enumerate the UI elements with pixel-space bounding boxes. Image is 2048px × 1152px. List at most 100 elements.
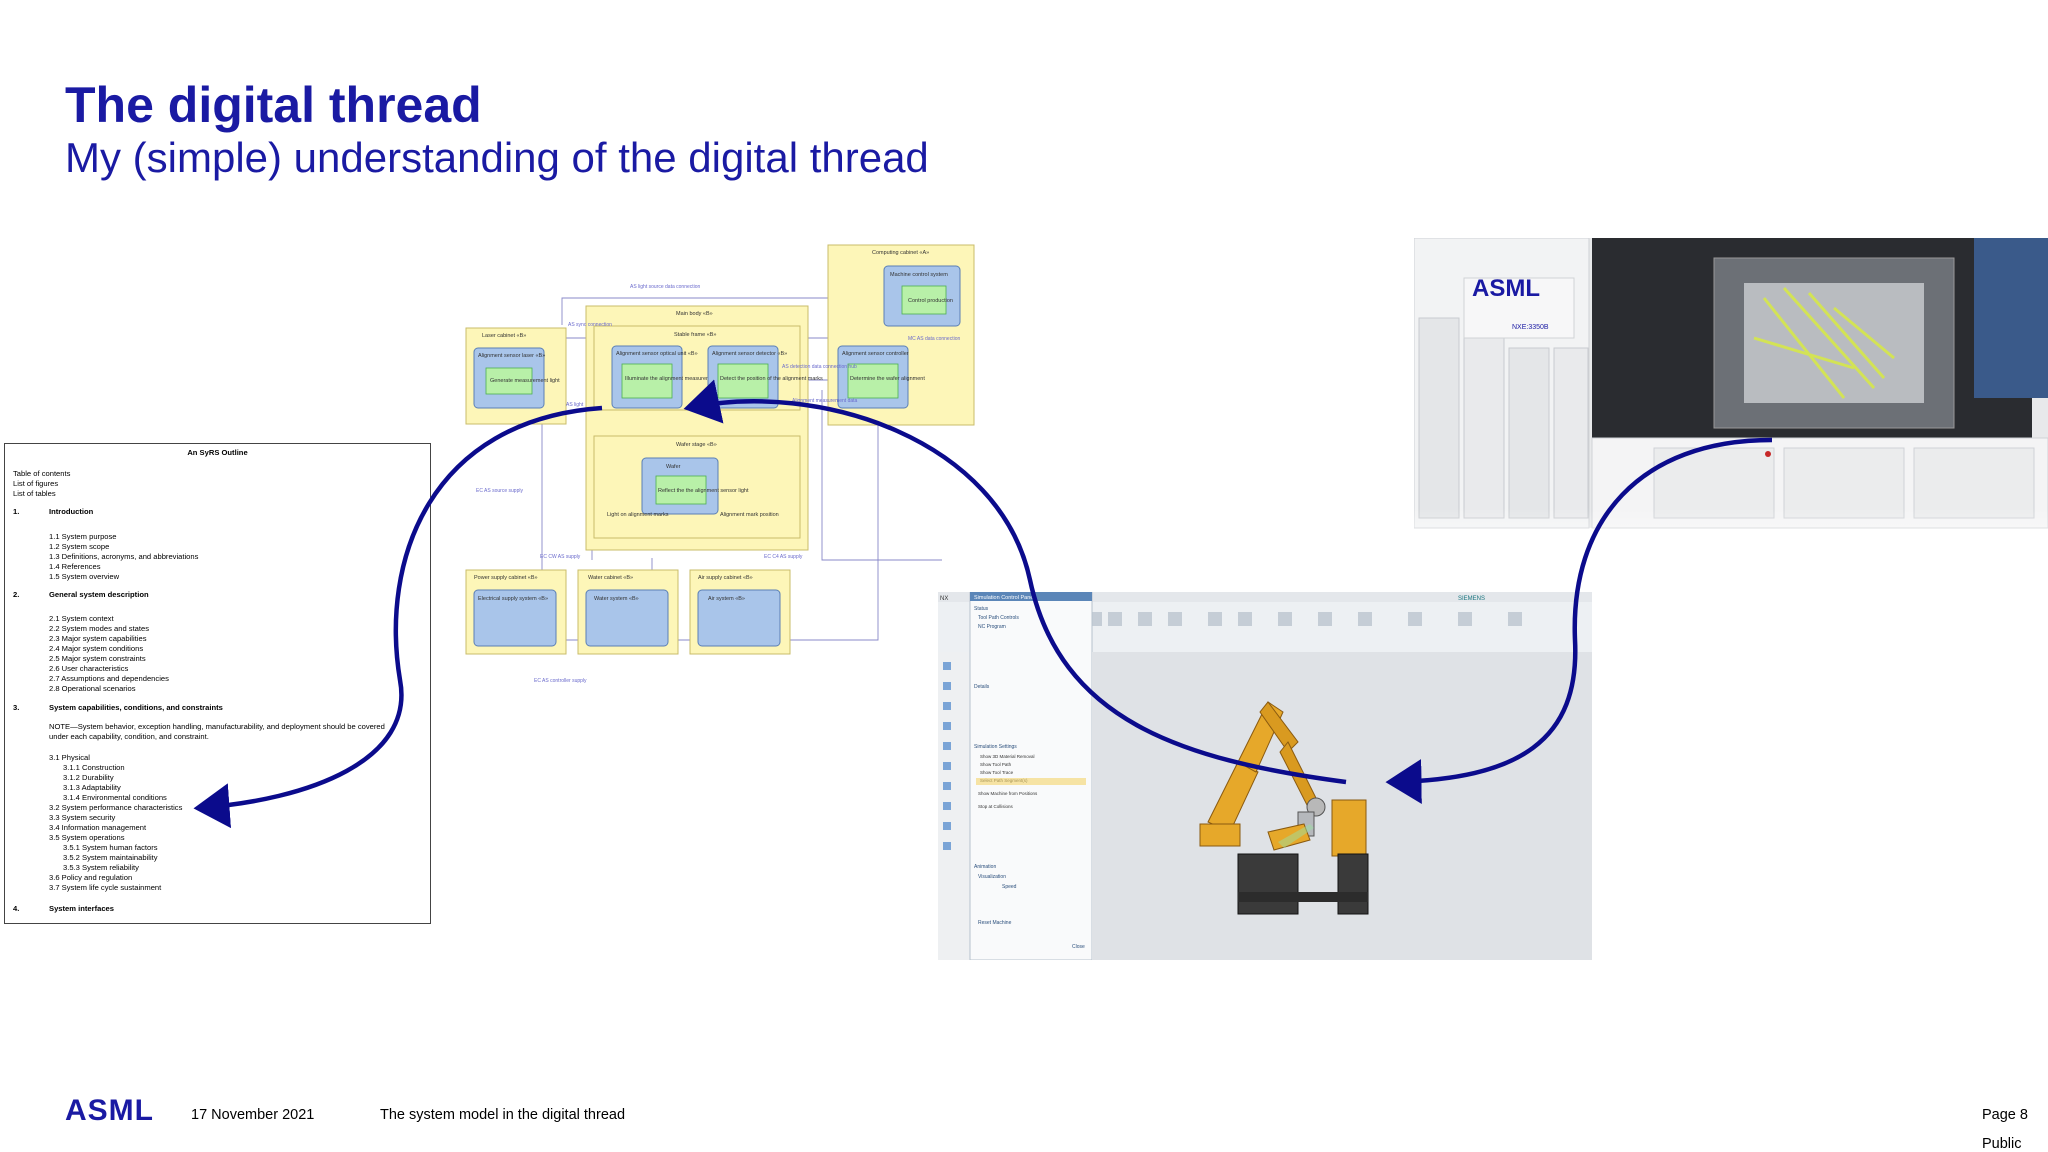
determine-alignment-block <box>847 363 899 399</box>
as-light-label: AS light <box>566 402 584 408</box>
nx-panel-title: Simulation Control Panel <box>974 595 1035 601</box>
alignment-mark-position-label: Alignment mark position <box>720 512 779 518</box>
syrs-line: 3.1.4 Environmental conditions <box>63 793 167 802</box>
main-body-label: Main body «B» <box>676 311 713 317</box>
as-detection-label: AS detection data connection hub <box>782 364 857 370</box>
mc-as-data-label: MC AS data connection <box>908 336 960 342</box>
machine-control-label: Machine control system <box>890 272 948 278</box>
nx-panel-item-1: Tool Path Controls <box>978 615 1019 621</box>
generate-light-label: Generate measurement light <box>490 378 560 384</box>
nx-checkbox-5[interactable]: Stop at Collisions <box>978 804 1014 809</box>
syrs-line: 3.6 Policy and regulation <box>49 873 133 882</box>
syrs-line: 2.5 Major system constraints <box>49 654 146 663</box>
syrs-line: 1.1 System purpose <box>49 532 117 541</box>
laser-cabinet-label: Laser cabinet «B» <box>482 333 526 339</box>
stable-frame-label: Stable frame «B» <box>674 332 717 338</box>
nx-cad-screenshot: NX SIEMENS Simulation Control Panel Stat… <box>938 592 1592 960</box>
detect-position-label: Detect the position of the alignment mar… <box>720 376 823 382</box>
illuminate-marks-label: Illuminate the alignment measurement mar… <box>625 376 735 382</box>
nx-checkbox-4[interactable]: Show Machine from Positions <box>978 791 1038 796</box>
slide-title: The digital thread <box>65 77 482 133</box>
syrs-line: 1.4 References <box>49 562 101 571</box>
nx-panel-item-3: Details <box>974 684 990 690</box>
control-production-block <box>901 285 947 315</box>
nx-panel-item-7: Speed <box>1002 884 1017 890</box>
wafer-label: Wafer <box>666 464 681 470</box>
syrs-line: 2.6 User characteristics <box>49 664 129 673</box>
syrs-line: List of tables <box>13 489 56 498</box>
syrs-line: 2.8 Operational scenarios <box>49 684 136 693</box>
footer-asml-logo: ASML <box>65 1094 154 1127</box>
syrs-line: 3. <box>13 703 20 712</box>
slide-subtitle: My (simple) understanding of the digital… <box>65 134 929 181</box>
syrs-line: 2.7 Assumptions and dependencies <box>49 674 169 683</box>
computing-cabinet-label: Computing cabinet «A» <box>872 250 929 256</box>
syrs-line: 3.2 System performance characteristics <box>49 803 183 812</box>
syrs-line: 3.4 Information management <box>49 823 147 832</box>
nx-checkbox-2[interactable]: Show Tool Trace <box>980 770 1014 775</box>
syrs-line: 2.2 System modes and states <box>49 624 150 633</box>
align-sensor-optical-label: Alignment sensor optical unit «B» <box>616 351 698 357</box>
syrs-line: General system description <box>49 590 149 599</box>
syrs-line: 3.1 Physical <box>49 753 90 762</box>
syrs-line: 3.5.3 System reliability <box>63 863 139 872</box>
syrs-line: 3.5.1 System human factors <box>63 843 158 852</box>
syrs-line: 2.3 Major system capabilities <box>49 634 147 643</box>
align-sensor-controller-label: Alignment sensor controller <box>842 351 909 357</box>
footer-page-number: Page 8 <box>1982 1107 2028 1123</box>
syrs-line: 1.3 Definitions, acronyms, and abbreviat… <box>49 552 199 561</box>
nx-checkbox-1[interactable]: Show Tool Path <box>980 762 1012 767</box>
determine-alignment-label: Determine the wafer alignment <box>850 376 925 382</box>
wafer-stage-label: Wafer stage «B» <box>676 442 717 448</box>
as-light-source-label: AS light source data connection <box>630 284 701 290</box>
syrs-line: under each capability, condition, and co… <box>49 732 209 741</box>
syrs-line: 1.2 System scope <box>49 542 110 551</box>
footer-classification: Public <box>1982 1136 2022 1152</box>
water-cabinet-label: Water cabinet «B» <box>588 575 633 581</box>
generate-light-block <box>485 367 533 395</box>
nx-close-button[interactable]: Close <box>1072 944 1085 950</box>
illuminate-marks-block <box>621 363 673 399</box>
air-system-label: Air system «B» <box>708 596 745 602</box>
asml-machine-photo: ASML NXE:3350B <box>1414 238 2048 578</box>
power-supply-label: Power supply cabinet «B» <box>474 575 538 581</box>
alignment-measurement-label: Alignment measurement data <box>792 398 858 404</box>
nx-panel-item-8: Reset Machine <box>978 920 1012 926</box>
ec-as-controller-label: EC AS controller supply <box>534 678 587 684</box>
syrs-line: 3.5.2 System maintainability <box>63 853 158 862</box>
syrs-line: 3.1.1 Construction <box>63 763 125 772</box>
photo-asml-logo: ASML <box>1472 275 1540 302</box>
control-production-label: Control production <box>908 298 953 304</box>
photo-model-label: NXE:3350B <box>1512 324 1549 331</box>
syrs-line: Introduction <box>49 507 94 516</box>
reflect-light-label: Reflect the the alignment sensor light <box>658 488 749 494</box>
architecture-diagram: .lbl { font-family:"Liberation Sans", sa… <box>465 244 975 684</box>
syrs-line: 3.5 System operations <box>49 833 125 842</box>
align-sensor-detector-label: Alignment sensor detector «B» <box>712 351 787 357</box>
syrs-line: 1.5 System overview <box>49 572 120 581</box>
syrs-title: An SyRS Outline <box>187 448 248 457</box>
syrs-line: 2. <box>13 590 20 599</box>
light-on-marks-label: Light on alignment marks <box>607 512 669 518</box>
syrs-line: 1. <box>13 507 20 516</box>
nx-panel-item-5: Animation <box>974 864 996 870</box>
syrs-line: 4. <box>13 904 20 913</box>
syrs-line: System interfaces <box>49 904 115 913</box>
syrs-line: 2.1 System context <box>49 614 114 623</box>
nx-panel-item-4: Simulation Settings <box>974 744 1017 750</box>
nx-panel-item-2: NC Program <box>978 624 1006 630</box>
syrs-line: 3.7 System life cycle sustainment <box>49 883 162 892</box>
nx-app-label: NX <box>940 596 948 602</box>
syrs-line: 3.1.2 Durability <box>63 773 114 782</box>
syrs-line: 3.3 System security <box>49 813 116 822</box>
footer-topic: The system model in the digital thread <box>380 1107 626 1123</box>
nx-checkbox-0[interactable]: Show 3D Material Removal <box>980 754 1035 759</box>
syrs-line: 3.1.3 Adaptability <box>63 783 121 792</box>
electrical-supply-label: Electrical supply system «B» <box>478 596 548 602</box>
as-sync-label: AS sync connection <box>568 322 612 328</box>
syrs-line: List of figures <box>13 479 59 488</box>
air-supply-cabinet-label: Air supply cabinet «B» <box>698 575 753 581</box>
detect-position-block <box>717 363 769 399</box>
syrs-line: 2.4 Major system conditions <box>49 644 144 653</box>
footer-date: 17 November 2021 <box>191 1107 315 1123</box>
